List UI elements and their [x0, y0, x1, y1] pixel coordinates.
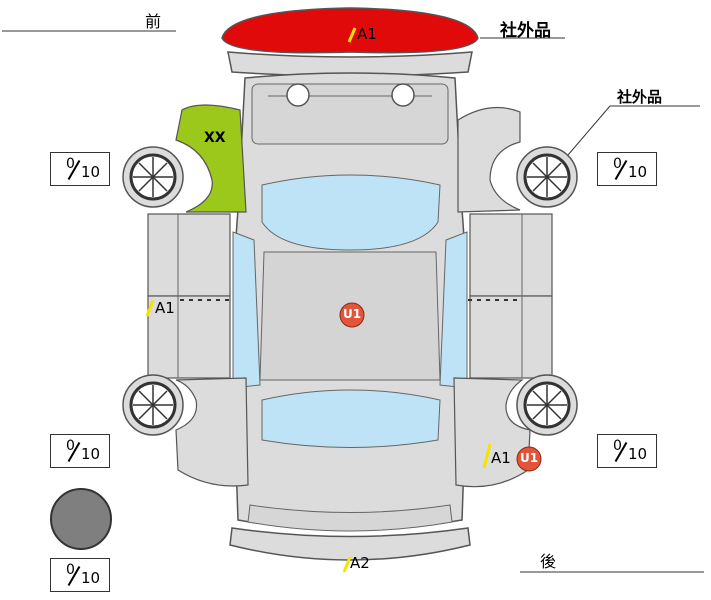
rear-right-wheel — [516, 374, 578, 436]
tread-box-front-left: 0 10 — [50, 152, 110, 186]
tread-box-spare: 0 10 — [50, 558, 110, 592]
scratch-mark-rear-right — [482, 443, 492, 469]
front-bumper-code: A1 — [357, 25, 377, 43]
left-side-code: A1 — [155, 299, 175, 317]
rear-bumper-code: A2 — [350, 554, 370, 572]
scratch-mark-left — [145, 299, 155, 317]
rear-right-panel-code: A1 — [491, 449, 511, 467]
right-rear-door — [469, 295, 553, 379]
right-front-door — [469, 213, 553, 297]
left-front-door — [147, 213, 231, 297]
brand-label-right-wheel: 社外品 — [617, 88, 663, 106]
spare-tire-icon — [50, 488, 112, 550]
roof-badge-label: U1 — [343, 307, 362, 321]
tread-value: 0 — [66, 562, 75, 578]
tread-box-rear-right: 0 10 — [597, 434, 657, 468]
rear-trunk — [247, 504, 453, 532]
hood-panel — [251, 83, 449, 145]
right-side-window — [439, 231, 468, 389]
tread-max: 10 — [81, 569, 101, 587]
rear-label: 後 — [540, 552, 557, 571]
tread-value: 0 — [66, 438, 75, 454]
front-left-fender-code: XX — [204, 130, 226, 146]
rear-right-badge-label: U1 — [520, 451, 539, 465]
tread-box-front-right: 0 10 — [597, 152, 657, 186]
tread-max: 10 — [628, 445, 648, 463]
brand-label-front: 社外品 — [500, 21, 551, 41]
rear-left-fender — [175, 377, 249, 487]
front-label: 前 — [145, 12, 162, 31]
tread-value: 0 — [66, 156, 75, 172]
rear-right-fender — [453, 377, 531, 488]
scratch-mark-rear — [342, 556, 352, 573]
tread-max: 10 — [628, 163, 648, 181]
front-left-wheel — [122, 146, 184, 208]
scratch-mark-front — [347, 27, 357, 43]
tread-max: 10 — [81, 445, 101, 463]
left-headlight — [286, 83, 310, 107]
front-right-wheel — [516, 146, 578, 208]
tread-value: 0 — [613, 156, 622, 172]
roof-damage-badge — [339, 302, 365, 328]
front-windshield — [261, 174, 441, 251]
rear-left-wheel — [122, 374, 184, 436]
tread-value: 0 — [613, 438, 622, 454]
front-bumper — [221, 7, 479, 54]
rear-right-damage-badge — [516, 446, 542, 472]
front-left-fender — [175, 104, 247, 213]
left-rear-door — [147, 295, 231, 379]
rear-windshield — [261, 389, 441, 448]
front-right-fender — [457, 106, 521, 213]
tread-max: 10 — [81, 163, 101, 181]
rear-bumper — [229, 527, 471, 561]
left-side-window — [232, 231, 261, 389]
right-headlight — [391, 83, 415, 107]
tread-box-rear-left: 0 10 — [50, 434, 110, 468]
